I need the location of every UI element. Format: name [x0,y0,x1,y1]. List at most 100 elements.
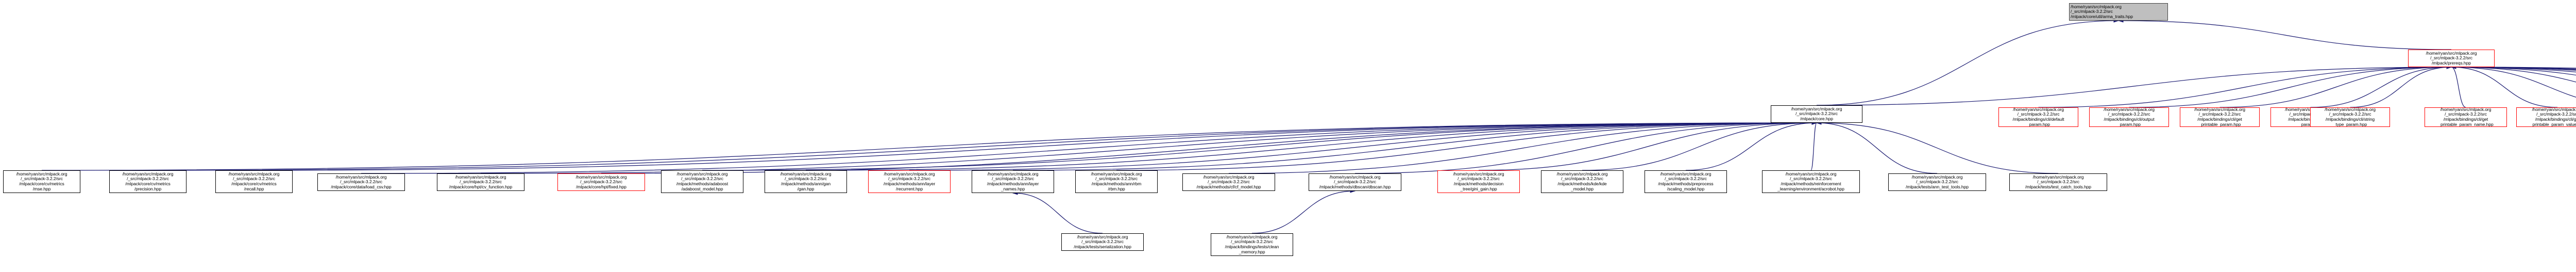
graph-node-ann_gan[interactable]: /home/ryan/src/mlpack.org /_src/mlpack-3… [765,170,847,193]
graph-edge [2310,65,2452,108]
graph-edge [1012,121,1818,171]
graph-edge [2117,19,2452,50]
graph-node-cli_get_printable_param_value[interactable]: /home/ryan/src/mlpack.org /_src/mlpack-3… [2516,107,2576,127]
graph-node-label: /home/ryan/src/mlpack.org /_src/mlpack-3… [883,171,936,191]
graph-edge [2450,65,2576,73]
graph-edge [1816,121,2059,174]
graph-edge [702,121,1818,171]
graph-node-label: /home/ryan/src/mlpack.org /_src/mlpack-3… [1091,171,1142,191]
graph-node-label: /home/ryan/src/mlpack.org /_src/mlpack-3… [987,171,1039,191]
graph-node-ann_layer_recurrent[interactable]: /home/ryan/src/mlpack.org /_src/mlpack-3… [868,170,951,193]
graph-node-label: /home/ryan/src/mlpack.org /_src/mlpack-3… [1906,174,1969,189]
graph-edge [1251,189,1356,234]
graph-edge [2450,65,2466,108]
graph-edge [1816,121,1938,174]
graph-edge [1816,65,2452,106]
graph-edge [2129,65,2452,108]
graph-edge [147,121,1818,171]
graph-node-core_data_load_csv[interactable]: /home/ryan/src/mlpack.org /_src/mlpack-3… [317,173,405,191]
graph-node-cli_output_param[interactable]: /home/ryan/src/mlpack.org /_src/mlpack-3… [2089,107,2169,127]
graph-node-cli_get_printable_param_name[interactable]: /home/ryan/src/mlpack.org /_src/mlpack-3… [2425,107,2507,127]
graph-node-preprocess_scaling_model[interactable]: /home/ryan/src/mlpack.org /_src/mlpack-3… [1645,170,1727,193]
graph-node-label: /home/ryan/src/mlpack.org /_src/mlpack-3… [2012,107,2064,127]
graph-node-ann_layer_names[interactable]: /home/ryan/src/mlpack.org /_src/mlpack-3… [972,170,1054,193]
graph-node-tests_ann_test_tools[interactable]: /home/ryan/src/mlpack.org /_src/mlpack-3… [1888,173,1986,191]
graph-edge [2219,65,2452,108]
graph-node-label: /home/ryan/src/mlpack.org /_src/mlpack-3… [2426,50,2477,66]
graph-edge [2450,65,2576,69]
graph-node-adaboost_model[interactable]: /home/ryan/src/mlpack.org /_src/mlpack-3… [661,170,743,193]
graph-edge [601,121,1818,174]
graph-node-label: /home/ryan/src/mlpack.org /_src/mlpack-3… [676,171,728,191]
graph-node-cv_metrics_recall[interactable]: /home/ryan/src/mlpack.org /_src/mlpack-3… [215,170,293,193]
graph-node-cf_model[interactable]: /home/ryan/src/mlpack.org /_src/mlpack-3… [1182,173,1275,191]
graph-node-label: /home/ryan/src/mlpack.org /_src/mlpack-3… [1225,234,1279,254]
graph-node-label: /home/ryan/src/mlpack.org /_src/mlpack-3… [2025,174,2091,189]
graph-node-label: /home/ryan/src/mlpack.org /_src/mlpack-3… [1791,106,1842,121]
graph-node-label: /home/ryan/src/mlpack.org /_src/mlpack-3… [1074,234,1131,249]
graph-node-label: /home/ryan/src/mlpack.org /_src/mlpack-3… [1556,171,1608,191]
graph-node-core_hpt_fixed[interactable]: /home/ryan/src/mlpack.org /_src/mlpack-3… [557,173,645,191]
graph-edge [1810,121,1818,171]
graph-node-bottom_b[interactable]: /home/ryan/src/mlpack.org /_src/mlpack-3… [1211,233,1293,256]
graph-edge [2450,65,2576,70]
graph-node-label: /home/ryan/src/mlpack.org /_src/mlpack-3… [331,174,392,189]
graph-node-decision_tree_gini_gain[interactable]: /home/ryan/src/mlpack.org /_src/mlpack-3… [1437,170,1520,193]
graph-edge [2450,65,2576,76]
graph-node-label: /home/ryan/src/mlpack.org /_src/mlpack-3… [575,174,627,189]
graph-edge [805,121,1818,171]
graph-edge [2450,65,2576,70]
graph-node-label: /home/ryan/src/mlpack.org /_src/mlpack-3… [2325,107,2376,127]
graph-edge [1685,121,1818,171]
edge-group [41,19,2576,234]
graph-edge [41,121,1818,171]
graph-node-label: /home/ryan/src/mlpack.org /_src/mlpack-3… [2438,107,2494,127]
graph-node-cli_string_type_param[interactable]: /home/ryan/src/mlpack.org /_src/mlpack-3… [2310,107,2390,127]
graph-node-prereqs[interactable]: /home/ryan/src/mlpack.org /_src/mlpack-3… [2408,50,2495,67]
graph-edge [1116,121,1818,171]
graph-node-root[interactable]: /home/ryan/src/mlpack.org /_src/mlpack-3… [2069,3,2168,21]
graph-edge [1582,121,1818,171]
graph-node-dbscan[interactable]: /home/ryan/src/mlpack.org /_src/mlpack-3… [1309,173,1401,191]
graph-edge [2450,65,2576,83]
graph-node-label: /home/ryan/src/mlpack.org /_src/mlpack-3… [1777,171,1844,191]
graph-edge [1816,19,2120,106]
graph-node-cv_metrics_precision[interactable]: /home/ryan/src/mlpack.org /_src/mlpack-3… [109,170,187,193]
graph-node-core[interactable]: /home/ryan/src/mlpack.org /_src/mlpack-3… [1771,105,1862,123]
graph-node-label: /home/ryan/src/mlpack.org /_src/mlpack-3… [780,171,832,191]
graph-node-label: /home/ryan/src/mlpack.org /_src/mlpack-3… [1453,171,1504,191]
graph-node-tests_test_catch_tools[interactable]: /home/ryan/src/mlpack.org /_src/mlpack-3… [2009,173,2107,191]
graph-node-label: /home/ryan/src/mlpack.org /_src/mlpack-3… [2071,4,2133,19]
graph-node-bottom_a[interactable]: /home/ryan/src/mlpack.org /_src/mlpack-3… [1061,233,1144,251]
graph-node-ann_rbm[interactable]: /home/ryan/src/mlpack.org /_src/mlpack-3… [1075,170,1158,193]
graph-node-label: /home/ryan/src/mlpack.org /_src/mlpack-3… [122,171,174,191]
graph-node-kde_model[interactable]: /home/ryan/src/mlpack.org /_src/mlpack-3… [1541,170,1623,193]
graph-node-label: /home/ryan/src/mlpack.org /_src/mlpack-3… [2530,107,2576,127]
graph-node-label: /home/ryan/src/mlpack.org /_src/mlpack-3… [228,171,280,191]
graph-edge [1228,121,1818,174]
graph-node-rl_env_acrobot[interactable]: /home/ryan/src/mlpack.org /_src/mlpack-3… [1762,170,1860,193]
graph-edge [2450,65,2576,98]
graph-node-label: /home/ryan/src/mlpack.org /_src/mlpack-3… [1196,174,1261,189]
graph-edge [2038,65,2452,108]
graph-node-cv_metrics_mse[interactable]: /home/ryan/src/mlpack.org /_src/mlpack-3… [3,170,80,193]
graph-edge [480,121,1818,174]
graph-edge [909,121,1818,171]
graph-edge [1354,121,1818,174]
graph-edge [361,121,1818,174]
graph-node-cli_default_param[interactable]: /home/ryan/src/mlpack.org /_src/mlpack-3… [1998,107,2078,127]
graph-edge [2450,65,2558,108]
graph-edge [1478,121,1818,171]
graph-edge [2450,65,2576,71]
graph-edge [1012,191,1103,234]
graph-node-label: /home/ryan/src/mlpack.org /_src/mlpack-3… [1319,174,1391,189]
graph-node-label: /home/ryan/src/mlpack.org /_src/mlpack-3… [1658,171,1714,191]
graph-node-label: /home/ryan/src/mlpack.org /_src/mlpack-3… [16,171,67,191]
graph-edge [253,121,1818,171]
graph-node-label: /home/ryan/src/mlpack.org /_src/mlpack-3… [2104,107,2155,127]
graph-edge [2350,65,2452,108]
graph-node-core_hpt_cv_function[interactable]: /home/ryan/src/mlpack.org /_src/mlpack-3… [437,173,524,191]
graph-node-cli_get_printable_param[interactable]: /home/ryan/src/mlpack.org /_src/mlpack-3… [2180,107,2260,127]
